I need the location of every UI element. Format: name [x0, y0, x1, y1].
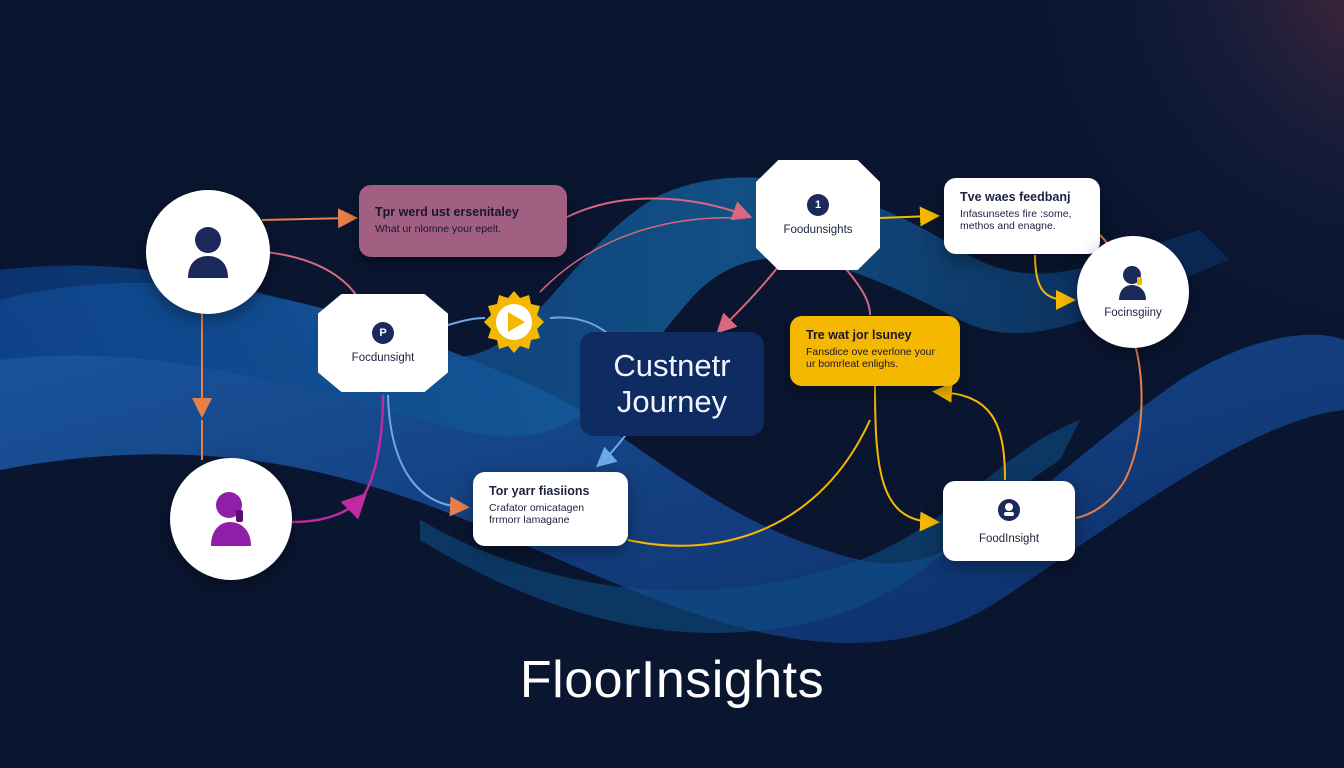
bottom-right-insight-card[interactable]: FoodInsight: [943, 481, 1075, 561]
person-phone-icon: [208, 490, 254, 548]
right-insight-circle[interactable]: Focinsgiiny: [1077, 236, 1189, 348]
customer-node-bottom[interactable]: [170, 458, 292, 580]
left-node-badge: P: [372, 322, 394, 344]
fashions-card-body: Crafator omicatagen frrmorr lamagane: [489, 502, 585, 526]
left-node-label: Focdunsight: [351, 352, 415, 364]
play-badge[interactable]: [481, 289, 547, 355]
left-insight-node[interactable]: P Focdunsight: [318, 294, 448, 392]
fashions-card-title: Tor yarr fiasiions: [489, 484, 590, 498]
bottom-right-label: FoodInsight: [978, 532, 1040, 545]
top-node-label: Foodunsights: [783, 224, 853, 236]
mauve-card-title: Tpr werd ust ersenitaley: [375, 205, 519, 219]
person-phone-icon: [1118, 265, 1148, 301]
feedback-card-title: Tve waes feedbanj: [960, 190, 1071, 204]
journey-line-1: Custnetr: [613, 348, 731, 383]
yellow-card-body: Fansdice ove everlone your ur bomrleat e…: [806, 346, 935, 370]
person-badge-icon: [997, 498, 1021, 527]
customer-node-top[interactable]: [146, 190, 270, 314]
yellow-card-title: Tre wat jor lsuney: [806, 328, 912, 342]
mauve-info-card[interactable]: Tpr werd ust ersenitaley What ur nlomne …: [359, 185, 567, 257]
customer-journey-center: Custnetr Journey: [580, 332, 764, 436]
mauve-card-body: What ur nlomne your epelt.: [375, 223, 502, 235]
right-circle-label: Focinsgiiny: [1104, 307, 1162, 319]
person-icon: [186, 224, 230, 280]
play-icon: [484, 291, 544, 353]
top-node-badge: 1: [807, 194, 829, 216]
feedback-card[interactable]: Tve waes feedbanj Infasunsetes fire :som…: [944, 178, 1100, 254]
yellow-info-card[interactable]: Tre wat jor lsuney Fansdice ove everlone…: [790, 316, 960, 386]
feedback-card-body: Infasunsetes fire :some, methos and enag…: [960, 208, 1072, 232]
top-insight-node[interactable]: 1 Foodunsights: [756, 160, 880, 270]
brand-title: FloorInsights: [519, 651, 825, 709]
journey-line-2: Journey: [616, 384, 728, 419]
fashions-card[interactable]: Tor yarr fiasiions Crafator omicatagen f…: [473, 472, 628, 546]
